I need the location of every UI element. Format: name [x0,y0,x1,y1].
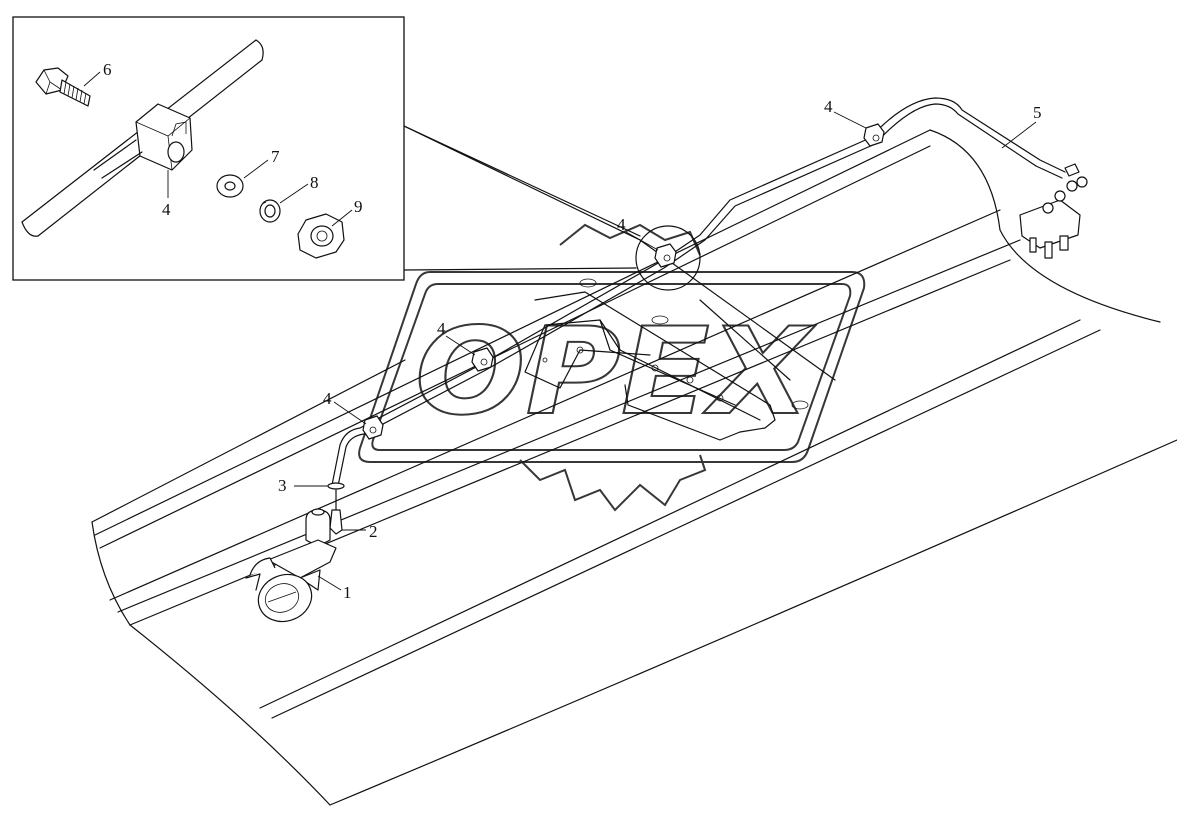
callout-1: 1 [343,583,352,602]
watermark-outer-frame [358,271,866,463]
callout-detail-4: 4 [162,200,171,219]
watermark-inner-frame [371,283,852,451]
drum-part-1 [257,573,313,623]
callout-4-lower: 4 [323,389,332,408]
cross-member [524,278,809,441]
callout-4-center: 4 [617,215,626,234]
washer-part-3 [327,482,345,490]
pipe-clamp [362,123,885,440]
callout-detail-8: 8 [310,173,319,192]
callout-5: 5 [1033,103,1042,122]
detail-lock-washer [259,199,281,223]
detail-bolt [35,67,91,107]
detail-clamp [93,103,193,179]
detail-inset-frame [12,16,405,281]
detail-marker-circle [635,225,701,291]
callout-4-left: 4 [437,319,446,338]
watermark-gear [519,223,707,512]
detail-nut [297,213,345,259]
detail-washer [216,174,244,198]
callout-4-top: 4 [824,97,833,116]
callouts: 4 5 4 4 4 3 2 1 [278,97,1042,602]
callout-detail-9: 9 [354,197,363,216]
callout-detail-7: 7 [271,147,280,166]
relay-valve [1019,163,1088,259]
callout-3: 3 [278,476,287,495]
detail-inset: 6 7 8 9 4 [12,16,405,281]
callout-2: 2 [369,522,378,541]
callout-detail-6: 6 [103,60,112,79]
sensor-assembly [245,482,345,623]
